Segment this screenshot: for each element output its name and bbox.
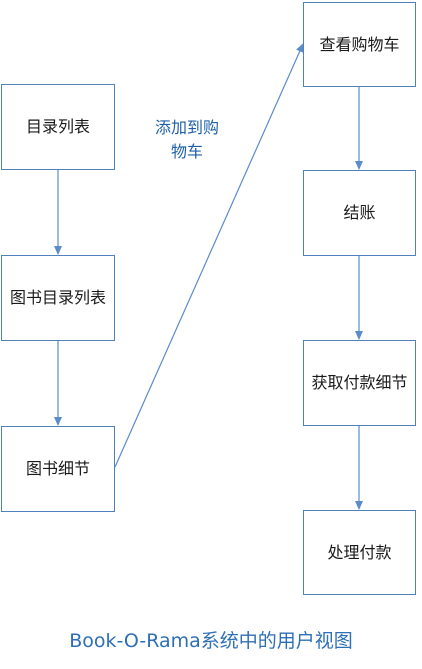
edge-label-add-to-cart: 添加到购物车 — [154, 118, 219, 161]
node-catalog-list-label: 目录列表 — [25, 117, 90, 136]
figure-caption: Book-O-Rama系统中的用户视图 — [69, 630, 353, 652]
node-view-cart: 查看购物车 — [303, 2, 416, 87]
node-book-details: 图书细节 — [1, 426, 115, 512]
node-process-payment: 处理付款 — [303, 510, 416, 595]
node-view-cart-label: 查看购物车 — [319, 34, 400, 54]
node-get-payment-details-label: 获取付款细节 — [311, 373, 408, 392]
node-book-details-label: 图书细节 — [25, 459, 90, 478]
arrow-book-details-to-view-cart — [114, 43, 304, 468]
node-get-payment-details: 获取付款细节 — [303, 340, 416, 426]
node-catalog-list: 目录列表 — [1, 84, 115, 170]
node-checkout: 结账 — [303, 170, 416, 256]
node-process-payment-label: 处理付款 — [327, 542, 392, 562]
node-book-catalog-list-label: 图书目录列表 — [9, 288, 106, 307]
node-checkout-label: 结账 — [343, 203, 376, 222]
node-book-catalog-list: 图书目录列表 — [1, 255, 115, 341]
